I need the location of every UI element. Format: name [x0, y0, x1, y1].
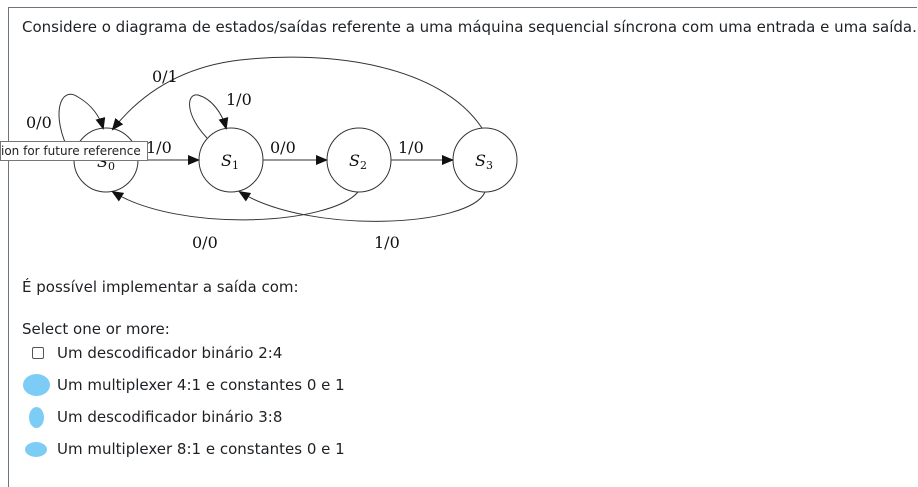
label-s2-s0: 0/0	[192, 233, 218, 252]
label-s3-s0: 0/1	[152, 67, 178, 86]
transition-s1-self	[189, 94, 229, 139]
option-1-label[interactable]: Um descodificador binário 2:4	[57, 344, 283, 362]
option-1[interactable]: Um descodificador binário 2:4	[22, 341, 282, 365]
option-1-checkbox[interactable]	[32, 347, 44, 359]
label-s1-self: 1/0	[226, 90, 252, 109]
transition-s3-s1	[238, 190, 486, 222]
transition-s2-s0	[111, 190, 359, 221]
label-s2-s3: 1/0	[398, 138, 424, 157]
state-s0-label: S0	[97, 152, 115, 173]
state-s1-label: S1	[221, 151, 239, 172]
label-s1-s2: 0/0	[270, 138, 296, 157]
label-s0-s1: 1/0	[146, 138, 172, 157]
question-text: Considere o diagrama de estados/saídas r…	[22, 18, 917, 36]
option-3[interactable]: Um descodificador binário 3:8	[22, 405, 282, 429]
question-frame	[8, 7, 917, 487]
option-2-checkbox[interactable]	[23, 374, 50, 396]
transition-s0-self	[58, 94, 106, 154]
option-3-label[interactable]: Um descodificador binário 3:8	[57, 408, 283, 426]
state-diagram: S0 S1 S2 S3 0/0 1/0 0/1 1/0 0/0 1/0 0/0 …	[26, 56, 518, 252]
option-2[interactable]: Um multiplexer 4:1 e constantes 0 e 1	[22, 373, 345, 397]
state-s2-label: S2	[349, 151, 367, 172]
label-s3-s1: 1/0	[374, 233, 400, 252]
option-4[interactable]: Um multiplexer 8:1 e constantes 0 e 1	[22, 437, 345, 461]
select-instruction: Select one or more:	[22, 320, 170, 338]
option-3-checkbox[interactable]	[29, 406, 44, 428]
option-4-label[interactable]: Um multiplexer 8:1 e constantes 0 e 1	[57, 440, 345, 458]
transition-s3-s0	[111, 56, 483, 131]
option-2-label[interactable]: Um multiplexer 4:1 e constantes 0 e 1	[57, 376, 345, 394]
prompt-text: É possível implementar a saída com:	[22, 278, 299, 296]
label-s0-self: 0/0	[26, 113, 52, 132]
state-s3-label: S3	[475, 151, 493, 172]
option-4-checkbox[interactable]	[25, 441, 47, 457]
tooltip: ion for future reference	[0, 141, 148, 161]
